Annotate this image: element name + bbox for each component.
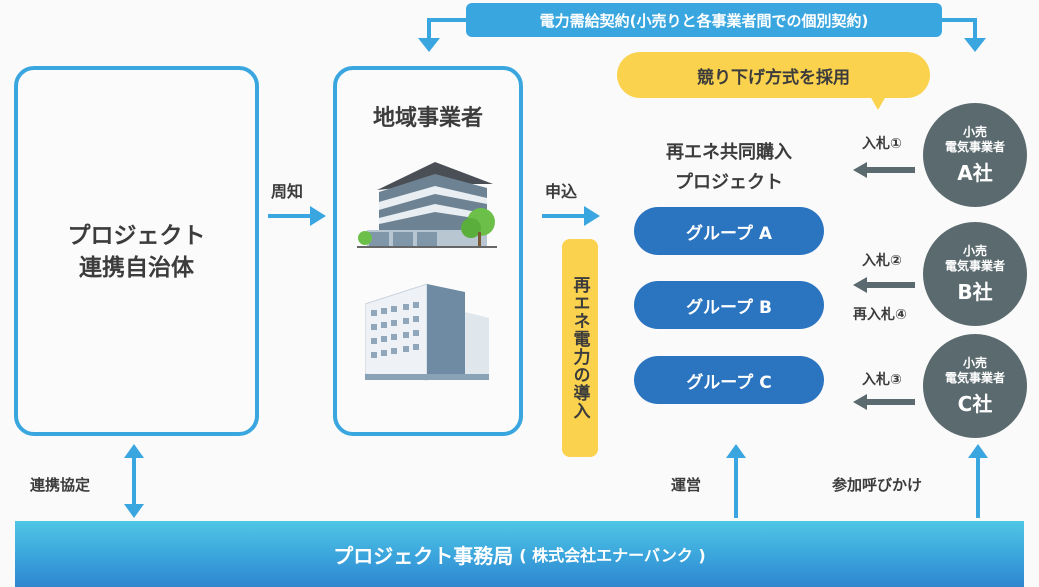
contract-bar-label: 電力需給契約(小売りと各事業者間での個別契約) — [539, 11, 869, 30]
retailer-a: 小売 電気事業者 A社 — [923, 103, 1027, 207]
group-c: グループ C — [634, 356, 824, 404]
municipality-box: プロジェクト 連携自治体 — [14, 66, 259, 436]
retailer-a-line1: 小売 — [962, 124, 987, 139]
footer-main: プロジェクト事務局 — [333, 543, 514, 568]
group-b-label: グループ B — [686, 297, 772, 318]
partnership-label: 連携協定 — [30, 476, 91, 494]
group-a-label: グループ A — [685, 223, 773, 244]
notify-label: 周知 — [271, 182, 304, 201]
arrow-left-icon — [853, 162, 915, 178]
retailer-a-line2: 電気事業者 — [944, 139, 1005, 154]
bid1-label: 入札① — [862, 136, 902, 152]
retailer-c-line1: 小売 — [962, 355, 987, 370]
project-secretariat-bar: プロジェクト事務局 ( 株式会社エナーバンク ) — [15, 521, 1024, 587]
bid2-label: 入札② — [862, 253, 902, 269]
retailer-b-line1: 小売 — [962, 243, 987, 258]
retailer-b-name: B社 — [957, 279, 993, 304]
reverse-auction-bubble: 競り下げ方式を採用 — [617, 52, 930, 98]
retailer-a-name: A社 — [957, 160, 993, 185]
retailer-c: 小売 電気事業者 C社 — [923, 334, 1027, 438]
bubble-label: 競り下げ方式を採用 — [697, 67, 850, 88]
retailer-b-line2: 電気事業者 — [944, 258, 1005, 273]
office-building-icon — [357, 162, 497, 248]
regional-businesses-box: 地域事業者 — [333, 66, 523, 436]
arrow-up-icon — [968, 444, 988, 518]
contract-connector-left-h — [427, 18, 467, 22]
retailer-c-name: C社 — [957, 391, 993, 416]
arrow-down-icon — [964, 38, 986, 52]
retailer-b: 小売 電気事業者 B社 — [923, 222, 1027, 326]
arrow-left-icon — [853, 394, 915, 410]
arrow-right-icon — [584, 206, 600, 226]
apply-label: 申込 — [545, 182, 578, 201]
renewable-introduction-tag: 再エネ電力の導入 — [562, 239, 598, 457]
office-tower-icon — [365, 283, 489, 381]
bubble-tail — [870, 96, 886, 110]
group-b: グループ B — [634, 281, 824, 329]
notify-arrow-line — [268, 214, 314, 218]
double-arrow-vertical-icon — [124, 444, 144, 518]
footer-sub: ( 株式会社エナーバンク ) — [519, 546, 706, 565]
arrow-down-icon — [418, 38, 440, 52]
municipality-line1: プロジェクト — [67, 223, 206, 249]
project-title-line1: 再エネ共同購入 — [666, 142, 792, 163]
apply-arrow-line — [542, 214, 588, 218]
arrow-left-icon — [853, 277, 915, 293]
retailer-c-line2: 電気事業者 — [944, 370, 1005, 385]
bid3-label: 入札③ — [862, 372, 902, 388]
project-title: 再エネ共同購入 プロジェクト — [636, 138, 822, 198]
arrow-right-icon — [310, 206, 326, 226]
project-title-line2: プロジェクト — [675, 172, 783, 193]
contract-connector-right-h — [941, 18, 977, 22]
group-a: グループ A — [634, 207, 824, 255]
contract-connector-left-v — [427, 18, 431, 42]
regional-title: 地域事業者 — [372, 106, 483, 131]
operate-label: 運営 — [671, 476, 702, 494]
group-c-label: グループ C — [686, 372, 772, 393]
arrow-up-icon — [726, 444, 746, 518]
municipality-line2: 連携自治体 — [79, 255, 194, 281]
rebid4-label: 再入札④ — [853, 307, 907, 323]
contract-bar: 電力需給契約(小売りと各事業者間での個別契約) — [466, 3, 942, 37]
invite-label: 参加呼びかけ — [832, 476, 923, 494]
contract-connector-right-v — [973, 18, 977, 42]
